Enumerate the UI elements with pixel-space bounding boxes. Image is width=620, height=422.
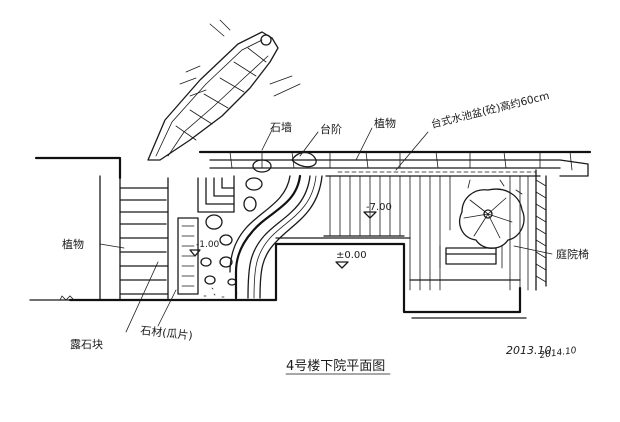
label-exposed-stone: 露石块 <box>70 338 103 351</box>
label-courtyard-chair: 庭院椅 <box>556 247 589 261</box>
courtyard-bench <box>439 245 503 269</box>
drawing-title: 4号楼下院平面图 <box>286 359 385 374</box>
label-exposed-stone-text: 露石块 <box>70 338 103 351</box>
signature: 2013.10 <box>506 344 552 357</box>
wood-deck <box>275 175 541 291</box>
label-elev-low: -1.00 <box>196 240 220 250</box>
corner-steps <box>197 175 235 213</box>
courtyard-outline <box>34 150 592 319</box>
leader-lines <box>99 127 553 333</box>
curved-wall <box>229 174 323 300</box>
label-planting-left: 植物 <box>62 237 84 251</box>
label-elev-deck: -7.00 <box>366 202 392 213</box>
planting-left <box>29 295 75 301</box>
label-planting-top: 植物 <box>374 116 396 130</box>
label-elev-main: ±0.00 <box>336 250 367 261</box>
left-steps <box>119 177 199 301</box>
label-steps: 台阶 <box>320 122 342 136</box>
right-chain <box>535 179 547 283</box>
tree-canopy <box>459 179 525 249</box>
label-stone-paving: 石材(瓜片) <box>140 323 194 342</box>
boat-drawing <box>147 19 301 161</box>
elevation-markers <box>189 211 377 269</box>
label-stone-wall: 石墙 <box>270 120 292 134</box>
label-pool-note: 台式水池盆(砼)高约60cm <box>430 89 551 131</box>
